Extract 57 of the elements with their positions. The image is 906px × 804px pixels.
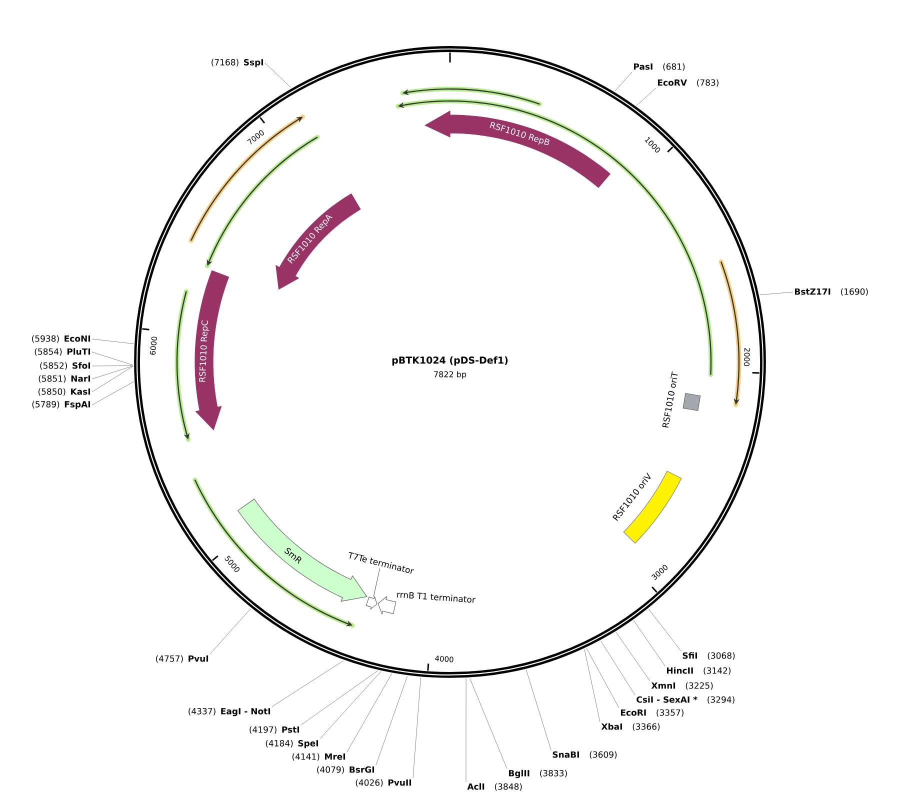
leader-line — [586, 648, 620, 708]
leader-line — [92, 366, 134, 392]
site-label: XmnI (3225) — [651, 682, 713, 690]
leader-line — [648, 608, 682, 652]
node-label: RSF1010 oriT — [662, 371, 678, 428]
orit-box: RSF1010 oriT — [662, 371, 701, 428]
site-label: CsiI - SexAI * (3294) — [636, 696, 734, 704]
site-label: (4337) EagI - NotI — [188, 708, 270, 716]
site-label: (4141) MreI — [292, 753, 346, 761]
site-label: (7168) SspI — [212, 58, 264, 68]
leader-line — [636, 88, 656, 106]
leader-line — [320, 671, 382, 739]
leader-line — [210, 608, 252, 654]
site-label: AclI (3848) — [467, 783, 522, 791]
site-label: PasI (681) — [634, 63, 685, 71]
leader-line — [412, 677, 422, 778]
site-label: EcoRI (3357) — [620, 709, 684, 717]
plasmid-length: 7822 bp — [434, 371, 466, 379]
leader-line — [272, 660, 344, 707]
leader-line — [373, 568, 380, 597]
leader-line — [376, 676, 408, 766]
leader-line — [600, 640, 636, 696]
terminator-symbol — [366, 596, 378, 610]
leader-line — [92, 366, 134, 380]
leader-line — [470, 678, 508, 769]
site-label: BglII (3833) — [508, 770, 567, 778]
leader-line — [92, 338, 134, 344]
site-label: HincII (3142) — [666, 667, 731, 675]
site-label: (5851) NarI — [38, 375, 90, 383]
leader-line — [584, 648, 600, 722]
leader-line — [300, 670, 378, 726]
leader-line — [346, 673, 392, 752]
site-label: (4079) BsrGI — [317, 766, 374, 774]
site-label: (4026) PvuII — [356, 779, 412, 787]
site-label: BstZ17I (1690) — [794, 288, 868, 296]
leader-line — [92, 365, 134, 366]
leader-line — [616, 632, 650, 682]
leader-line — [633, 620, 666, 666]
leader-line — [760, 292, 794, 296]
site-label: EcoRV (783) — [658, 79, 718, 87]
site-label: (5938) EcoNI — [32, 335, 90, 343]
site-label: (5854) PluTI — [34, 348, 90, 356]
leader-line — [92, 352, 134, 366]
site-label: (4184) SpeI — [266, 740, 318, 748]
site-label: (5852) SfoI — [40, 362, 90, 370]
site-label: SfiI (3068) — [682, 652, 735, 660]
site-label: (5789) FspAI — [32, 400, 90, 410]
leader-line — [264, 62, 292, 88]
site-label: XbaI (3366) — [601, 723, 660, 731]
site-label: (5850) KasI — [38, 388, 90, 396]
site-label: (4757) PvuI — [156, 655, 208, 663]
map-title: pBTK1024 (pDS-Def1) — [392, 356, 508, 366]
site-label: SnaBI (3609) — [552, 751, 617, 759]
leader-line — [92, 381, 134, 406]
site-label: (4197) PstI — [250, 726, 300, 734]
leader-line — [614, 72, 632, 92]
leader-line — [526, 669, 552, 750]
